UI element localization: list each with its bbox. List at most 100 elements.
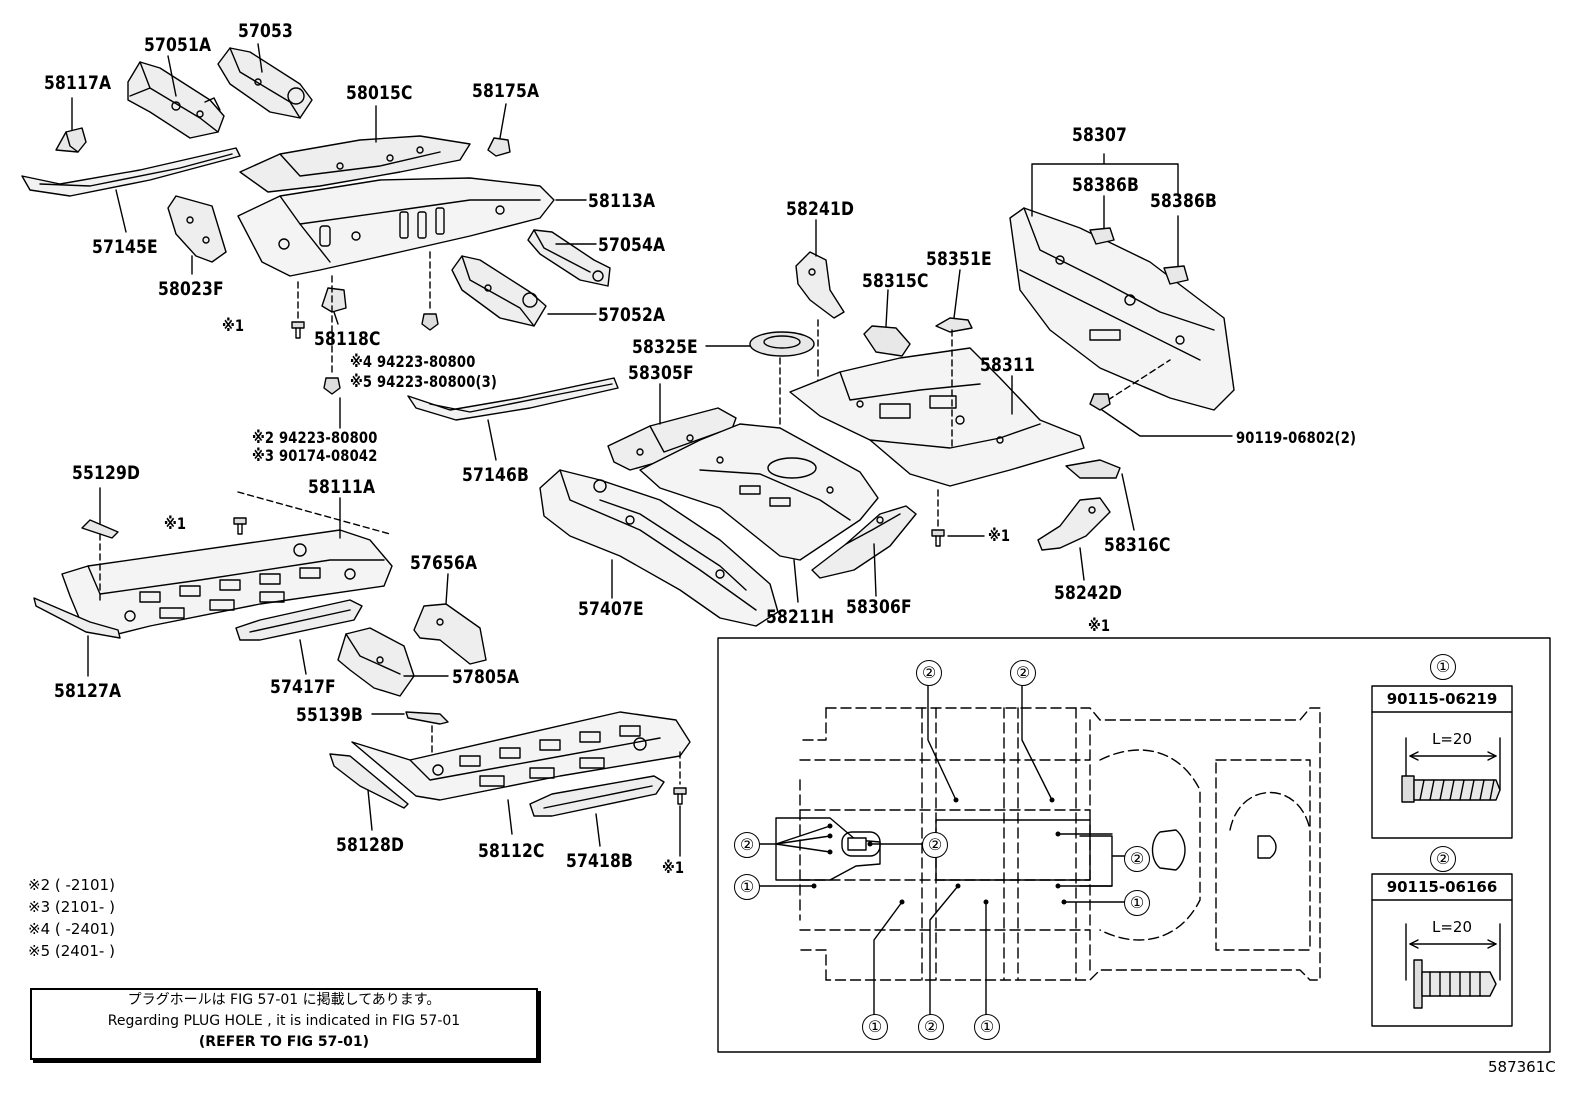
bolt-icon bbox=[1089, 393, 1111, 411]
note-line-ref: (REFER TO FIG 57-01) bbox=[198, 1034, 370, 1050]
leader bbox=[953, 269, 961, 319]
part-58117A-shape bbox=[55, 127, 87, 153]
leader bbox=[333, 311, 339, 325]
part-57145E-shape bbox=[21, 147, 241, 197]
note-line-en: Regarding PLUG HOLE , it is indicated in… bbox=[107, 1013, 461, 1029]
leader bbox=[167, 55, 177, 97]
part-58311-shape bbox=[789, 347, 1085, 487]
bolt1-drawing bbox=[1401, 737, 1501, 803]
part-58023F-shape bbox=[167, 195, 227, 263]
leader bbox=[1101, 409, 1233, 437]
label-58113A: 58113A bbox=[588, 190, 656, 212]
leader bbox=[885, 289, 889, 327]
ref-note-1: ※1 bbox=[222, 316, 245, 335]
ref-note-3: ※1 bbox=[662, 858, 685, 877]
label-58128D: 58128D bbox=[336, 834, 405, 856]
label-58386B-right: 58386B bbox=[1150, 190, 1218, 212]
label-58316C: 58316C bbox=[1104, 534, 1171, 556]
part-58175A-shape bbox=[487, 137, 511, 157]
label-57417F: 57417F bbox=[270, 676, 336, 698]
part-58128D-shape bbox=[329, 753, 409, 809]
bolt1-box bbox=[1371, 685, 1513, 839]
bolt1-length: L=20 bbox=[1432, 730, 1473, 748]
part-58351E-shape bbox=[935, 317, 973, 333]
leader bbox=[445, 573, 449, 605]
part-58325E-shape bbox=[749, 331, 815, 357]
bolt1-part-number: 90115-06219 bbox=[1386, 690, 1498, 708]
leader bbox=[873, 543, 877, 597]
part-55129D-shape bbox=[81, 519, 119, 539]
bolt2-box bbox=[1371, 873, 1513, 1027]
callout-dots bbox=[811, 797, 1067, 905]
label-58351E: 58351E bbox=[926, 248, 992, 270]
callout-leaders bbox=[759, 683, 1127, 1017]
ref-note-5: ※1 bbox=[988, 526, 1011, 545]
leader bbox=[499, 103, 507, 139]
callout-1-bolt: ① bbox=[1430, 654, 1456, 680]
leader bbox=[115, 189, 127, 233]
label-58023F: 58023F bbox=[158, 278, 224, 300]
label-58117A: 58117A bbox=[44, 72, 112, 94]
label-57418B: 57418B bbox=[566, 850, 634, 872]
part-58211H-shape bbox=[639, 423, 879, 561]
note-line-jp: プラグホールは FIG 57-01 に掲載してあります。 bbox=[127, 992, 441, 1008]
figure-id: 587361C bbox=[1488, 1058, 1556, 1076]
part-58307-shape bbox=[1009, 207, 1235, 411]
label-57051A: 57051A bbox=[144, 34, 212, 56]
part-57146B-shape bbox=[407, 377, 619, 421]
part-57417F-shape bbox=[235, 599, 363, 641]
part-58113A-shape bbox=[237, 177, 555, 277]
label-57407E: 57407E bbox=[578, 598, 644, 620]
label-57052A: 57052A bbox=[598, 304, 666, 326]
label-57146B: 57146B bbox=[462, 464, 530, 486]
label-58305F: 58305F bbox=[628, 362, 694, 384]
part-57418B-shape bbox=[529, 775, 665, 817]
dashed-line bbox=[237, 491, 391, 535]
label-58315C: 58315C bbox=[862, 270, 929, 292]
callout-1-bottom-b: ① bbox=[974, 1014, 1000, 1040]
part-57407E-shape bbox=[539, 469, 779, 627]
legend-2: ※2 ( -2101) bbox=[28, 876, 115, 894]
bolt-icon bbox=[233, 517, 247, 535]
leader bbox=[1031, 153, 1179, 269]
label-90174: ※3 90174-08042 bbox=[252, 446, 378, 465]
callout-2-left: ② bbox=[734, 832, 760, 858]
legend-5: ※5 (2401- ) bbox=[28, 942, 115, 960]
label-55129D: 55129D bbox=[72, 462, 141, 484]
label-58175A: 58175A bbox=[472, 80, 540, 102]
nut-icon bbox=[323, 313, 439, 395]
bolt2-drawing bbox=[1405, 923, 1501, 1009]
legend-4: ※4 ( -2401) bbox=[28, 920, 115, 938]
part-58118C-shape bbox=[321, 287, 347, 313]
label-94223-b: ※5 94223-80800(3) bbox=[350, 372, 498, 391]
callout-2-bolt: ② bbox=[1430, 846, 1456, 872]
part-57054A-shape bbox=[527, 229, 611, 287]
label-94223-a: ※4 94223-80800 bbox=[350, 352, 476, 371]
part-58241D-shape bbox=[795, 251, 845, 319]
leader bbox=[487, 419, 497, 461]
part-58242D-shape bbox=[1037, 497, 1111, 551]
part-58386B-shape bbox=[1089, 227, 1189, 285]
leader bbox=[257, 43, 263, 73]
label-58311: 58311 bbox=[980, 354, 1036, 376]
part-55139B-shape bbox=[405, 711, 449, 725]
underbody-outline bbox=[799, 707, 1321, 981]
label-57805A: 57805A bbox=[452, 666, 520, 688]
callout-2-bottom: ② bbox=[918, 1014, 944, 1040]
part-58112C-shape bbox=[351, 711, 691, 801]
bolt2-part-number: 90115-06166 bbox=[1386, 878, 1498, 896]
label-58386B-left: 58386B bbox=[1072, 174, 1140, 196]
label-58127A: 58127A bbox=[54, 680, 122, 702]
label-94223-c: ※2 94223-80800 bbox=[252, 428, 378, 447]
label-57656A: 57656A bbox=[410, 552, 478, 574]
part-58127A-shape bbox=[33, 597, 121, 639]
label-55139B: 55139B bbox=[296, 704, 364, 726]
callout-1-left: ① bbox=[734, 874, 760, 900]
leader bbox=[1121, 473, 1135, 531]
plug-hole-note: プラグホールは FIG 57-01 に掲載してあります。 Regarding P… bbox=[30, 988, 538, 1060]
ref-note-4: ※1 bbox=[1088, 616, 1111, 635]
underbody-solid bbox=[775, 817, 1277, 887]
dashed-line bbox=[1107, 359, 1171, 401]
bolt-icon bbox=[673, 787, 687, 805]
